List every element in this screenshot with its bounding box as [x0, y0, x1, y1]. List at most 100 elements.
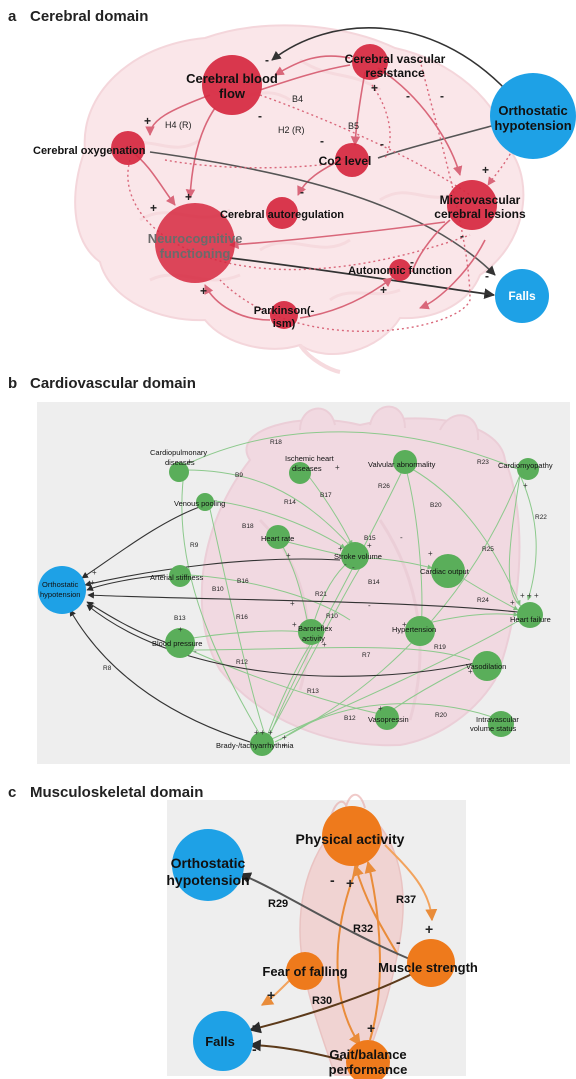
label-parkinson-2: ism): [273, 318, 296, 330]
node-blood-pressure: [165, 628, 195, 658]
edge-R13: R13: [307, 688, 319, 695]
svg-text:+: +: [402, 620, 407, 629]
edge-label-r30: R30: [312, 995, 332, 1007]
muscle-labels: Physical activity Orthostatic hypotensio…: [166, 831, 478, 1077]
label-muscle-strength: Muscle strength: [378, 960, 478, 975]
edge-B20: B20: [430, 502, 442, 509]
label-oxygenation: Cerebral oxygenation: [33, 145, 146, 157]
label-cardiopulmonary-1: Cardiopulmonary: [150, 448, 207, 457]
edge-label-b4: B4: [292, 94, 303, 104]
svg-text:+: +: [286, 551, 291, 560]
svg-text:+: +: [378, 704, 383, 713]
edge-R8: R8: [103, 665, 112, 672]
svg-text:+: +: [90, 591, 95, 600]
svg-text:-: -: [396, 934, 401, 950]
node-cardiomyopathy: [517, 458, 539, 480]
label-intravascular-1: Intravascular: [476, 715, 519, 724]
node-microvascular-lesions: [447, 180, 497, 230]
svg-text:-: -: [300, 185, 304, 199]
label-valvular: Valvular abnormality: [368, 460, 436, 469]
node-hypertension: [405, 616, 435, 646]
svg-text:+: +: [367, 1020, 375, 1036]
label-stroke-volume: Stroke volume: [334, 552, 382, 561]
label-neurocognitive-2: functioning: [160, 246, 231, 261]
svg-text:+: +: [425, 921, 433, 937]
edge-R16: R16: [236, 614, 248, 621]
label-co2: Co2 level: [319, 154, 372, 168]
node-cerebral-oxygenation: [111, 131, 145, 165]
svg-text:-: -: [352, 563, 355, 572]
node-cerebral-autoregulation: [266, 197, 298, 229]
label-blood-flow-2: flow: [219, 86, 246, 101]
label-orthostatic-a-1: Orthostatic: [498, 103, 567, 118]
label-orthostatic-b-1: Orthostatic: [42, 580, 79, 589]
node-falls-c: [193, 1011, 253, 1071]
label-orthostatic-c-1: Orthostatic: [171, 855, 246, 871]
panel-a-title: Cerebral domain: [30, 8, 148, 25]
node-cardiac-output: [431, 554, 465, 588]
cardio-links-orthostatic: [69, 504, 519, 743]
edge-R25: R25: [482, 546, 494, 553]
label-cardiomyopathy: Cardiomyopathy: [498, 461, 553, 470]
edge-label-h4: H4 (R): [165, 120, 192, 130]
node-orthostatic-hypotension-b: [38, 566, 86, 614]
node-vasopressin: [375, 706, 399, 730]
svg-text:+: +: [482, 163, 489, 177]
svg-text:-: -: [194, 647, 197, 656]
panel-b: b Cardiovascular domain: [8, 375, 570, 764]
label-falls-c: Falls: [205, 1034, 235, 1049]
label-brady: Brady-/tachyarrhythmia: [216, 741, 294, 750]
node-muscle-strength: [407, 939, 455, 987]
muscle-signs: -++ -+- -+: [252, 872, 433, 1057]
svg-text:+: +: [527, 591, 532, 600]
edge-B9: B9: [235, 472, 243, 479]
label-ischemic-1: Ischemic heart: [285, 454, 335, 463]
svg-text:+: +: [144, 114, 151, 128]
cardio-links: [179, 431, 537, 743]
edge-B14: B14: [368, 579, 380, 586]
svg-text:+: +: [282, 741, 287, 750]
label-vasopressin: Vasopressin: [368, 715, 409, 724]
muscle-links: [238, 844, 438, 1061]
label-orthostatic-b-2: hypotension: [40, 590, 80, 599]
edge-B15: B15: [364, 535, 376, 542]
edge-R9: R9: [190, 542, 199, 549]
node-gait-balance: [346, 1040, 390, 1079]
panel-a-letter: a: [8, 8, 17, 25]
panel-b-letter: b: [8, 375, 17, 392]
node-arterial-stiffness: [169, 565, 191, 587]
label-falls-a: Falls: [508, 289, 536, 303]
svg-text:+: +: [292, 620, 297, 629]
node-physical-activity: [322, 806, 382, 866]
label-arterial: Arterial stiffness: [150, 573, 203, 582]
node-orthostatic-hypotension-c: [172, 829, 244, 901]
svg-text:-: -: [368, 601, 371, 610]
label-physical-activity: Physical activity: [296, 831, 405, 847]
cerebral-labels: Cerebral blood flow Cerebral vascular re…: [33, 52, 572, 330]
edge-R21: R21: [315, 591, 327, 598]
svg-text:+: +: [178, 625, 183, 634]
node-intravascular: [488, 711, 514, 737]
label-intravascular-2: volume status: [470, 724, 517, 733]
svg-text:+: +: [322, 640, 327, 649]
edge-R26: R26: [378, 483, 390, 490]
svg-text:+: +: [150, 201, 157, 215]
svg-text:-: -: [485, 288, 489, 302]
svg-text:+: +: [371, 81, 378, 95]
panel-c-letter: c: [8, 784, 16, 801]
node-parkinson: [270, 301, 298, 329]
panel-b-title: Cardiovascular domain: [30, 375, 196, 392]
svg-text:-: -: [320, 134, 324, 148]
node-heart-rate: [266, 525, 290, 549]
node-stroke-volume: [341, 542, 369, 570]
cerebral-nodes: [111, 44, 576, 329]
cerebral-links: [127, 27, 516, 332]
edge-label-r37: R37: [396, 894, 416, 906]
edge-R14: R14: [284, 499, 296, 506]
node-fear-of-falling: [286, 952, 324, 990]
svg-text:-: -: [410, 255, 414, 269]
svg-text:-: -: [440, 89, 444, 103]
label-parkinson-1: Parkinson(-: [254, 305, 315, 317]
